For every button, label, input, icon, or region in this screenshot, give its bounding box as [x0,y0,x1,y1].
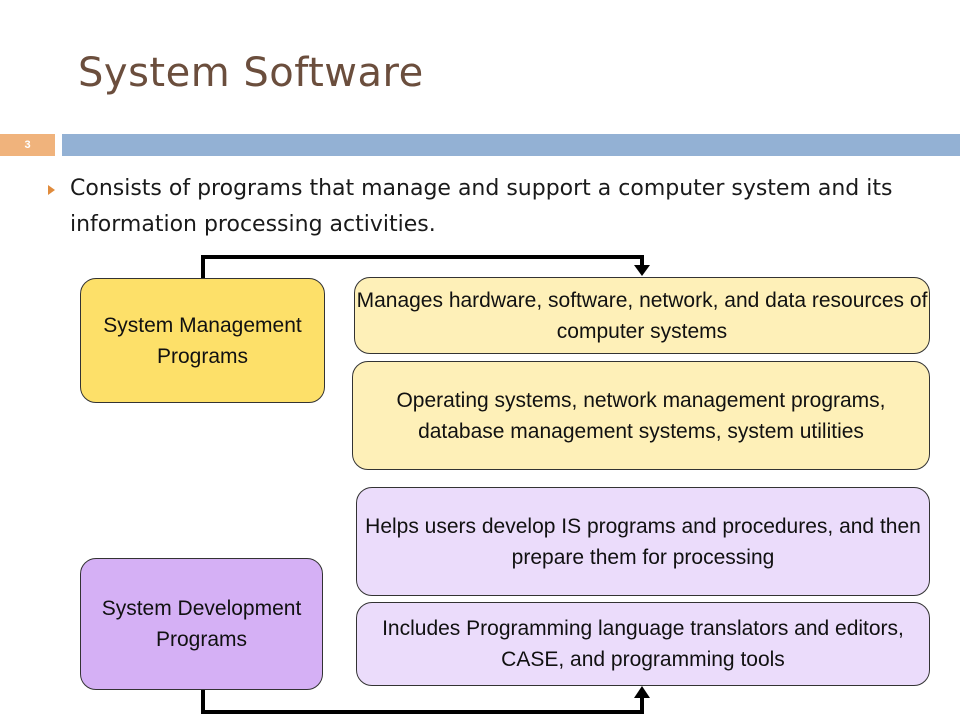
bottom-connector [201,690,644,714]
bullet-text: Consists of programs that manage and sup… [70,176,893,237]
development-description-box: Helps users develop IS programs and proc… [356,487,930,596]
slide-title: System Software [78,50,424,96]
system-management-programs-box: System Management Programs [80,278,325,403]
top-connector [201,255,644,278]
header-bar [62,134,960,156]
top-arrowhead-icon [634,265,650,276]
development-examples-box: Includes Programming language translator… [356,602,930,686]
management-examples-box: Operating systems, network management pr… [352,361,930,470]
management-description-box: Manages hardware, software, network, and… [354,277,930,354]
bullet-arrow-icon [48,185,55,195]
slide-number: 3 [0,134,55,156]
bottom-arrowhead-icon [634,686,650,698]
system-development-programs-box: System Development Programs [80,558,323,690]
bullet-point: Consists of programs that manage and sup… [48,171,948,243]
